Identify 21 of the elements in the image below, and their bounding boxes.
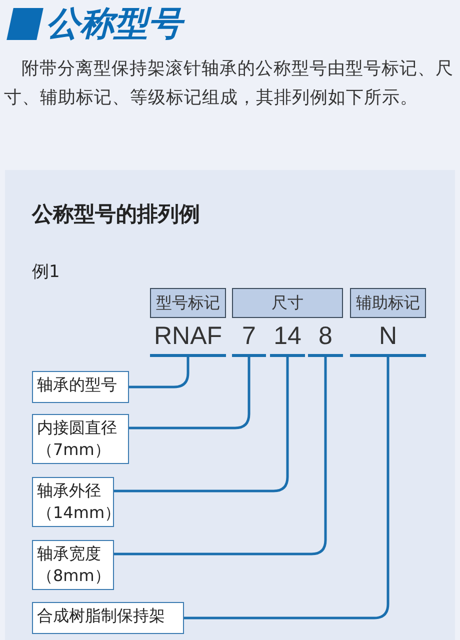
description-paragraph: 附带分离型保持架滚针轴承的公称型号由型号标记、尺寸、辅助标记、等级标记组成，其排列例如下所示。 bbox=[4, 58, 454, 110]
code-segment: 8 bbox=[308, 321, 343, 357]
code-segment: N bbox=[350, 321, 426, 357]
code-segment: RNAF bbox=[150, 321, 226, 357]
category-header: 辅助标记 bbox=[350, 288, 426, 318]
description-box: 轴承宽度（8mm） bbox=[32, 540, 114, 590]
category-header: 尺寸 bbox=[232, 288, 343, 318]
example-label: 例1 bbox=[32, 261, 60, 283]
leader-line bbox=[129, 357, 190, 388]
leader-line bbox=[129, 357, 250, 430]
leader-line bbox=[114, 357, 327, 556]
code-segment: 7 bbox=[232, 321, 266, 357]
description-box: 内接圆直径（7mm） bbox=[32, 414, 129, 464]
code-segment: 14 bbox=[270, 321, 305, 357]
description-box: 轴承的型号 bbox=[32, 371, 129, 403]
category-header: 型号标记 bbox=[150, 288, 226, 318]
panel-heading: 公称型号的排列例 bbox=[32, 201, 200, 228]
description-box: 合成树脂制保持架 bbox=[32, 602, 184, 634]
leader-line bbox=[114, 357, 289, 492]
leader-line bbox=[184, 357, 390, 620]
description-box: 轴承外径（14mm） bbox=[32, 477, 114, 527]
